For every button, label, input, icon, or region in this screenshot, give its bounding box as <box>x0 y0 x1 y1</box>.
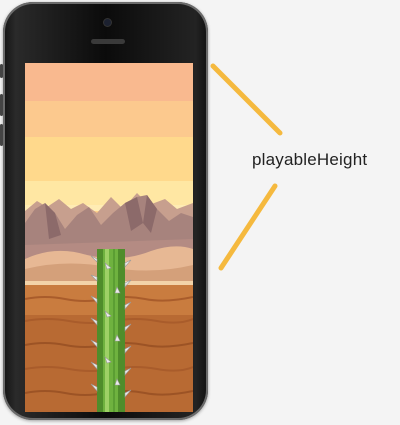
phone-frame <box>0 2 208 420</box>
sky-band-3 <box>25 137 193 181</box>
mute-switch <box>0 64 3 78</box>
sky-band-1 <box>25 63 193 101</box>
playable-height-label: playableHeight <box>252 150 368 169</box>
volume-up-button <box>0 94 3 116</box>
earpiece-speaker <box>91 39 125 44</box>
sky-band-2 <box>25 101 193 137</box>
mountain-shadows <box>45 195 157 239</box>
game-scene <box>25 63 193 412</box>
volume-down-button <box>0 124 3 146</box>
cactus-spikes <box>90 255 132 398</box>
game-screen <box>25 63 193 412</box>
annotation-line-top <box>210 63 283 136</box>
front-camera-icon <box>104 19 111 26</box>
annotation-line-bottom <box>218 183 278 271</box>
